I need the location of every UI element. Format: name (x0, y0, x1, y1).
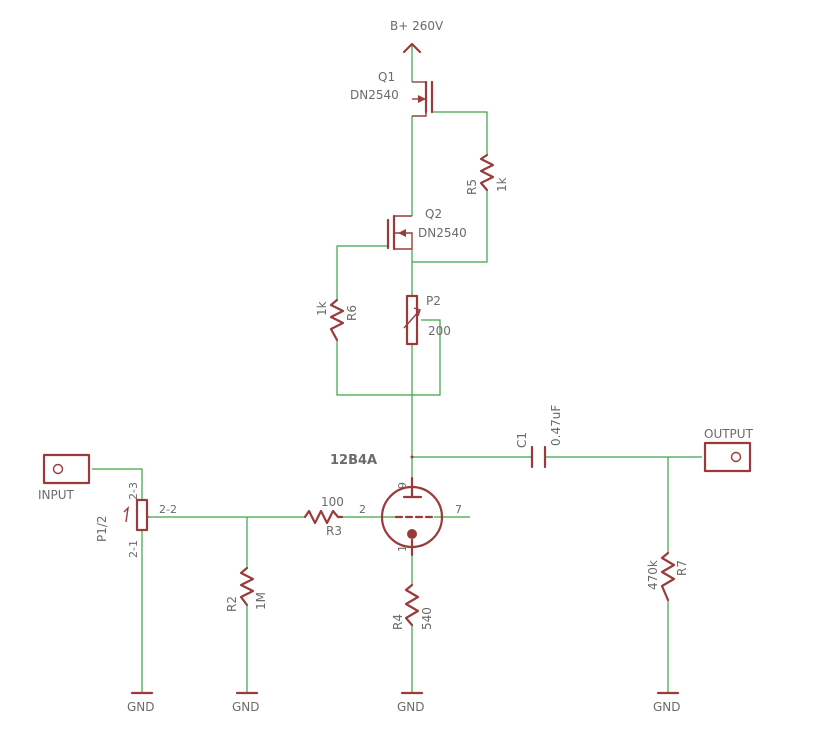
r7-value: 470k (646, 560, 660, 590)
tube-pin-cathode: 1 (396, 545, 409, 552)
r3-value: 100 (321, 495, 344, 509)
r7-resistor: 470k R7 (646, 551, 689, 602)
p1-pin1: 2-1 (127, 540, 140, 558)
r3-name: R3 (326, 524, 342, 538)
tube-12b4a: 12B4A 9 2 7 1 (330, 453, 462, 557)
q2-value: DN2540 (418, 226, 467, 240)
p2-value: 200 (428, 324, 451, 338)
r5-resistor: R5 1k (465, 153, 509, 195)
tube-pin-heater: 7 (455, 503, 462, 516)
r7-name: R7 (675, 560, 689, 576)
r5-value: 1k (495, 177, 509, 192)
junctions (410, 455, 414, 459)
gnd-label: GND (127, 700, 155, 714)
gnd-r7: GND (653, 691, 681, 714)
tube-pin-grid: 2 (359, 503, 366, 516)
r5-name: R5 (465, 179, 479, 195)
q1-name: Q1 (378, 70, 395, 84)
r6-resistor: 1k R6 (315, 298, 359, 342)
q2-mosfet: Q2 DN2540 (386, 207, 467, 251)
gnd-r2: GND (232, 691, 260, 714)
gnd-label: GND (653, 700, 681, 714)
gnd-r4: GND (397, 691, 425, 714)
output-label: OUTPUT (704, 427, 754, 441)
p1-pin3: 2-3 (127, 482, 140, 500)
r4-resistor: R4 540 (391, 583, 434, 630)
wires (92, 45, 702, 692)
gnd-label: GND (232, 700, 260, 714)
p2-potentiometer: P2 200 (403, 294, 451, 346)
p2-name: P2 (426, 294, 441, 308)
q1-value: DN2540 (350, 88, 399, 102)
r2-resistor: R2 1M (225, 566, 268, 612)
supply-symbol: B+ 260V (390, 19, 444, 54)
input-label: INPUT (38, 488, 75, 502)
output-connector: OUTPUT (703, 427, 754, 473)
r2-value: 1M (254, 592, 268, 610)
r6-value: 1k (315, 301, 329, 316)
c1-name: C1 (515, 432, 529, 448)
gnd-label: GND (397, 700, 425, 714)
r6-name: R6 (345, 305, 359, 321)
p1-potentiometer: P1/2 2-3 2-1 2-2 (95, 482, 177, 558)
r2-name: R2 (225, 596, 239, 612)
q1-mosfet: Q1 DN2540 (350, 70, 434, 117)
r3-resistor: 100 R3 (303, 495, 344, 538)
p1-name: P1/2 (95, 515, 109, 542)
input-connector: INPUT (38, 453, 91, 502)
r4-name: R4 (391, 614, 405, 630)
tube-name: 12B4A (330, 453, 377, 468)
q2-name: Q2 (425, 207, 442, 221)
tube-pin-plate: 9 (396, 482, 409, 489)
p1-pin2: 2-2 (159, 503, 177, 516)
c1-capacitor: C1 0.47uF (515, 405, 563, 469)
c1-value: 0.47uF (549, 405, 563, 446)
gnd-p1: GND (127, 691, 155, 714)
r4-value: 540 (420, 607, 434, 630)
supply-label: B+ 260V (390, 19, 444, 33)
